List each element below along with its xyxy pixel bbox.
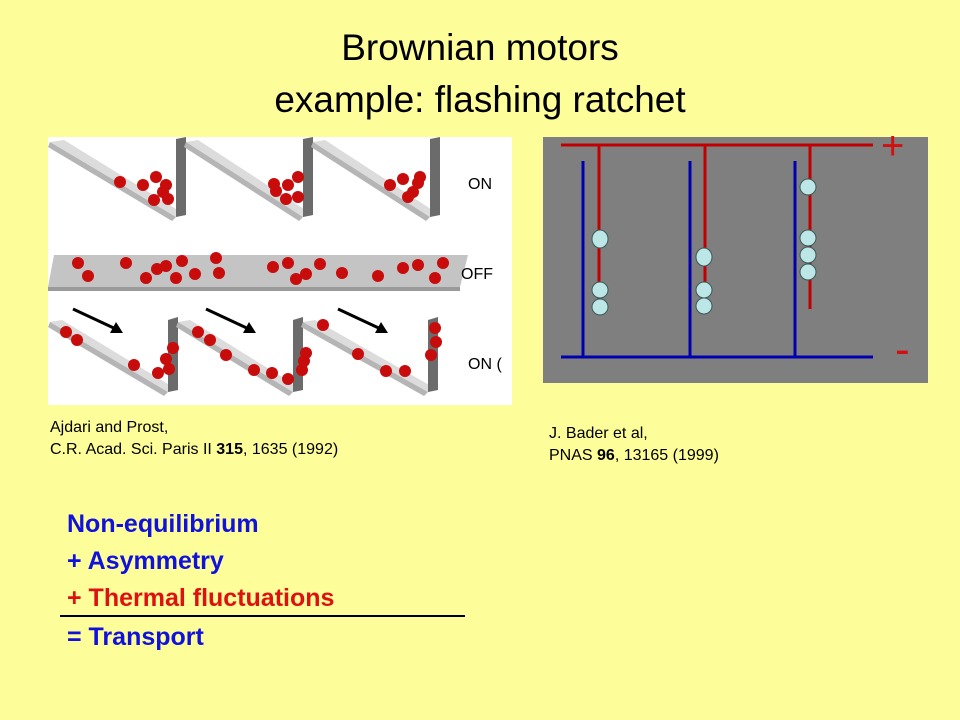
particle bbox=[266, 367, 278, 379]
particle bbox=[317, 319, 329, 331]
particle bbox=[292, 191, 304, 203]
citation-authors: J. Bader et al, bbox=[549, 425, 648, 442]
particle bbox=[82, 270, 94, 282]
particle bbox=[268, 178, 280, 190]
equation-transport: = Transport bbox=[67, 623, 204, 651]
particle bbox=[163, 363, 175, 375]
particle bbox=[114, 176, 126, 188]
particle bbox=[160, 353, 172, 365]
particle bbox=[150, 171, 162, 183]
particle bbox=[397, 262, 409, 274]
particle bbox=[120, 257, 132, 269]
particle bbox=[162, 193, 174, 205]
particle bbox=[189, 268, 201, 280]
particle bbox=[300, 347, 312, 359]
citation-ajdari-prost: Ajdari and Prost, C.R. Acad. Sci. Paris … bbox=[50, 417, 338, 461]
citation-bader: J. Bader et al, PNAS 96, 13165 (1999) bbox=[549, 423, 719, 467]
particle bbox=[352, 348, 364, 360]
particle bbox=[170, 272, 182, 284]
particle bbox=[210, 252, 222, 264]
particle bbox=[137, 179, 149, 191]
particle bbox=[384, 179, 396, 191]
slide-title-line-1: Brownian motors bbox=[341, 27, 619, 68]
particle bbox=[296, 364, 308, 376]
slide-title-line-2: example: flashing ratchet bbox=[274, 79, 686, 120]
ratchet-row-off bbox=[48, 255, 468, 291]
electrode-illustration bbox=[561, 143, 873, 359]
particle bbox=[280, 193, 292, 205]
particle bbox=[429, 322, 441, 334]
state-label-on: ON bbox=[468, 176, 492, 193]
particle bbox=[412, 259, 424, 271]
equation-thermal-fluctuations: + Thermal fluctuations bbox=[67, 584, 335, 612]
particle bbox=[314, 258, 326, 270]
particle bbox=[282, 373, 294, 385]
particle bbox=[402, 191, 414, 203]
particle bbox=[397, 173, 409, 185]
citation-authors: Ajdari and Prost, bbox=[50, 419, 169, 436]
particle bbox=[72, 257, 84, 269]
particle bbox=[204, 334, 216, 346]
equation-non-equilibrium: Non-equilibrium bbox=[67, 510, 259, 538]
particle bbox=[220, 349, 232, 361]
particle bbox=[437, 257, 449, 269]
ratchet-figure: ON OFF ON ( bbox=[48, 137, 512, 405]
particle bbox=[71, 334, 83, 346]
particle bbox=[167, 342, 179, 354]
particle bbox=[425, 349, 437, 361]
particle bbox=[160, 260, 172, 272]
particle bbox=[380, 365, 392, 377]
state-label-off: OFF bbox=[461, 266, 493, 283]
ratchet-row-on-bottom bbox=[48, 307, 438, 396]
particle bbox=[399, 365, 411, 377]
particle bbox=[60, 326, 72, 338]
particle bbox=[282, 257, 294, 269]
positive-pole-label: + bbox=[881, 124, 905, 168]
particle bbox=[282, 179, 294, 191]
brownian-particles bbox=[60, 171, 449, 385]
state-label-on-2: ON ( bbox=[468, 356, 502, 373]
particle bbox=[292, 171, 304, 183]
particle bbox=[160, 179, 172, 191]
particle bbox=[192, 326, 204, 338]
particle bbox=[148, 194, 160, 206]
citation-reference: PNAS 96, 13165 (1999) bbox=[549, 447, 719, 464]
electrode-figure: + - bbox=[543, 126, 928, 383]
particle bbox=[414, 171, 426, 183]
particle bbox=[290, 273, 302, 285]
particle bbox=[128, 359, 140, 371]
particle bbox=[300, 268, 312, 280]
ratchet-illustration bbox=[48, 137, 468, 396]
particle bbox=[152, 367, 164, 379]
particle bbox=[267, 261, 279, 273]
negative-pole-label: - bbox=[895, 325, 910, 374]
particle bbox=[336, 267, 348, 279]
particle bbox=[372, 270, 384, 282]
equation-asymmetry: + Asymmetry bbox=[67, 547, 224, 575]
particle bbox=[176, 255, 188, 267]
particle bbox=[430, 336, 442, 348]
citation-reference: C.R. Acad. Sci. Paris II 315, 1635 (1992… bbox=[50, 441, 339, 458]
particle bbox=[140, 272, 152, 284]
equation-sum-line bbox=[60, 615, 465, 617]
particle bbox=[248, 364, 260, 376]
particle bbox=[213, 267, 225, 279]
ratchet-row-on-top bbox=[48, 137, 440, 221]
particle bbox=[429, 272, 441, 284]
